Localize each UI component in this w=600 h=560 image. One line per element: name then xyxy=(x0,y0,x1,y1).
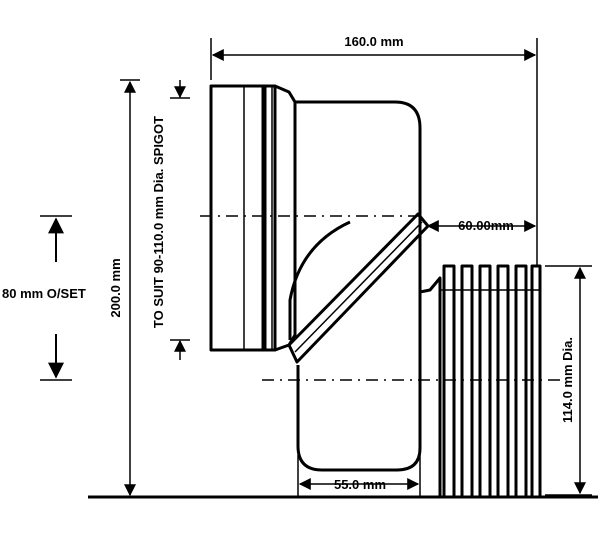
dim-offset-80-label: 80 mm O/SET xyxy=(2,286,86,301)
dim-outlet-dia-label: 114.0 mm Dia. xyxy=(560,337,575,423)
inlet-socket xyxy=(209,84,277,352)
connector-body xyxy=(209,84,542,499)
dim-base-55: 55.0 mm xyxy=(297,455,421,497)
dim-socket-spigot: TO SUIT 90-110.0 mm Dia. SPIGOT xyxy=(151,80,190,360)
spigot-note-label: TO SUIT 90-110.0 mm Dia. SPIGOT xyxy=(151,116,166,328)
elbow-body xyxy=(295,100,422,472)
socket-flare xyxy=(274,84,297,352)
dim-base-55-label: 55.0 mm xyxy=(334,477,386,492)
elbow-inner-curve xyxy=(288,220,351,340)
dim-offset-60: 60.00mm xyxy=(426,218,537,233)
outlet-ribs xyxy=(442,264,542,499)
dim-height-200-label: 200.0 mm xyxy=(108,258,123,317)
dim-offset-80: 80 mm O/SET xyxy=(2,215,86,381)
diagonal-band-inner xyxy=(294,221,423,353)
dim-outlet-dia: 114.0 mm Dia. xyxy=(545,265,592,496)
dim-offset-60-label: 60.00mm xyxy=(458,218,514,233)
dim-overall-width-label: 160.0 mm xyxy=(344,34,403,49)
dim-overall-width: 160.0 mm xyxy=(210,34,538,265)
outlet-spigot xyxy=(419,276,442,499)
dim-height-200: 200.0 mm xyxy=(108,79,140,497)
